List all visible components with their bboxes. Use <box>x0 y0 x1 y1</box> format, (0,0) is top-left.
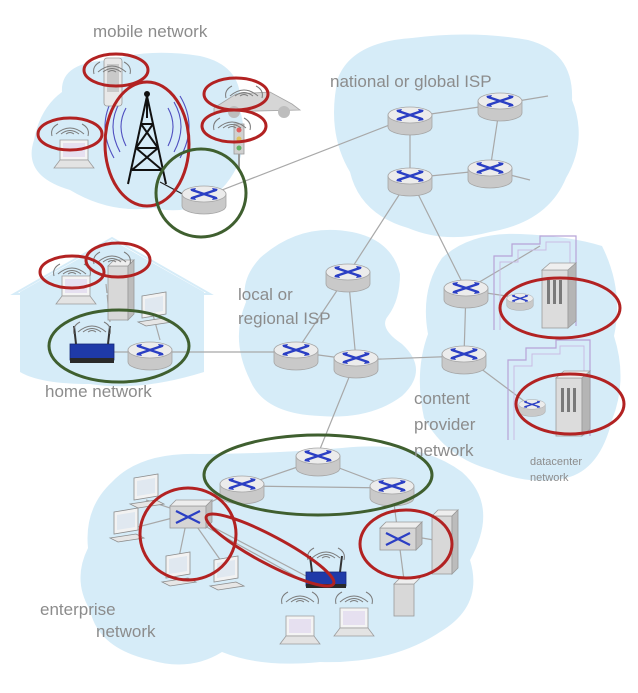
server-icon <box>393 577 421 617</box>
datacenter-label-line2: network <box>530 472 569 484</box>
wifi-router-icon <box>69 325 115 363</box>
content-provider-label-line1: content <box>414 389 470 408</box>
datacenter-label-line1: datacenter <box>530 456 582 468</box>
enterprise-label-line1: enterprise <box>40 600 116 619</box>
laptop-icon <box>53 139 95 169</box>
content-provider-label-line2: provider <box>414 415 476 434</box>
regional-isp-router <box>324 262 372 294</box>
national-isp-router <box>476 91 524 123</box>
mobile-network-region <box>31 52 244 211</box>
content-provider-label-line3: network <box>414 441 474 460</box>
national-isp-router <box>386 166 434 198</box>
datacenter-icon <box>493 235 577 330</box>
local-isp-label-line2: regional ISP <box>238 309 331 328</box>
datacenter-router <box>506 292 534 312</box>
home-network-label: home network <box>45 382 152 401</box>
mobile-gateway-router <box>180 184 228 216</box>
core-highlights <box>47 147 434 517</box>
enterprise-core-router <box>368 476 416 508</box>
regional-isp-router <box>272 340 320 372</box>
content-provider-router <box>440 344 488 376</box>
national-isp-router <box>466 158 514 190</box>
datacenter-router <box>518 398 546 418</box>
regional-isp-router <box>332 348 380 380</box>
home-router <box>126 340 174 372</box>
enterprise-label-line2: network <box>96 622 156 641</box>
national-isp-region <box>334 34 579 238</box>
national-isp-label: national or global ISP <box>330 72 492 91</box>
enterprise-switch <box>168 498 214 530</box>
datacenter-icon <box>507 339 591 440</box>
national-isp-router <box>386 105 434 137</box>
laptop-icon <box>55 275 97 305</box>
laptop-icon <box>279 615 321 645</box>
edge-highlights <box>36 52 626 588</box>
laptop-icon <box>333 607 375 637</box>
server-icon <box>555 370 591 437</box>
server-icon <box>541 262 577 329</box>
enterprise-switch <box>378 520 424 552</box>
enterprise-core-router <box>294 446 342 478</box>
mobile-network-label: mobile network <box>93 22 208 41</box>
local-isp-label-line1: local or <box>238 285 293 304</box>
content-provider-router <box>442 278 490 310</box>
